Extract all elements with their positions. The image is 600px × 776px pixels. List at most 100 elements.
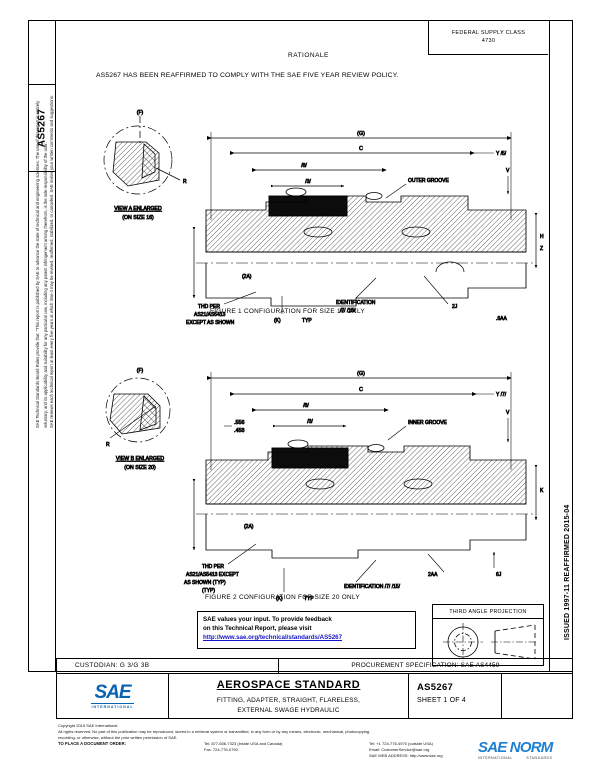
description-line-2: EXTERNAL SWAGE HYDRAULIC (237, 706, 340, 714)
svg-text:V: V (506, 410, 510, 416)
svg-text:(2A): (2A) (242, 274, 252, 280)
tel-us: Tel: 877-606-7323 (inside USA and Canada… (204, 741, 283, 746)
order-label-cell: TO PLACE A DOCUMENT ORDER: (58, 741, 204, 753)
title-block: CUSTODIAN: G 3/G 3B PROCUREMENT SPECIFIC… (56, 658, 573, 719)
title-block-row-top: CUSTODIAN: G 3/G 3B PROCUREMENT SPECIFIC… (57, 659, 572, 674)
svg-text:Y /5/: Y /5/ (496, 151, 507, 157)
copyright-line-3: recording, or otherwise, without the pri… (58, 735, 178, 740)
standard-number-cell: AS5267 SHEET 1 OF 4 (409, 674, 502, 718)
drawing-svg: R (F) VIEW A ENLARGED (ON SIZE 16) (103, 110, 544, 602)
standard-number-tab: AS5267 (28, 84, 56, 172)
copyright-line-1: Copyright 2015 SAE International (58, 723, 118, 728)
copyright-block: Copyright 2015 SAE International All rig… (58, 723, 528, 759)
svg-text:/3/: /3/ (305, 179, 311, 185)
svg-text:2AA: 2AA (428, 572, 438, 578)
svg-text:(F): (F) (137, 110, 144, 116)
drawing-frame (28, 20, 573, 672)
side-note-line-c: SAE reviews each technical report at lea… (49, 95, 54, 428)
footer-logo-sub-right: STANDARDS (526, 756, 553, 760)
right-margin-strip: ISSUED 1997-11 REAFFIRMED 2015-04 (549, 20, 573, 672)
feedback-line-1: SAE values your input. To provide feedba… (203, 616, 332, 623)
svg-text:.556: .556 (234, 420, 245, 426)
web-info-row: SAE WEB ADDRESS: http://www.sae.org (58, 753, 528, 759)
svg-text:C: C (359, 387, 363, 393)
svg-text:2J: 2J (452, 304, 458, 310)
side-note-line-a: SAE Technical Standards Board Rules prov… (35, 100, 40, 428)
aerospace-standard-title: AEROSPACE STANDARD (216, 679, 361, 691)
svg-text:Z: Z (540, 246, 543, 252)
order-phone-cell: Tel: 877-606-7323 (inside USA and Canada… (204, 741, 369, 753)
order-contact-cell: Tel: +1 724-776-4970 (outside USA) Email… (369, 741, 528, 753)
footer-logo-sub-left: INTERNATIONAL (478, 756, 513, 760)
procurement-specification-field: PROCUREMENT SPECIFICATION: SAE AS4459 (351, 662, 500, 669)
svg-text:(G): (G) (357, 371, 365, 377)
svg-text:(ON SIZE 16): (ON SIZE 16) (122, 215, 154, 221)
title-cell: AEROSPACE STANDARD FITTING, ADAPTER, STR… (169, 674, 409, 718)
svg-text:IDENTIFICATION /7/ /15/: IDENTIFICATION /7/ /15/ (344, 584, 401, 590)
copyright-line-2: All rights reserved. No part of this pub… (58, 729, 371, 734)
svg-text:C: C (359, 146, 363, 152)
svg-text:EXCEPT AS SHOWN: EXCEPT AS SHOWN (186, 320, 235, 326)
feedback-line-2: on this Technical Report, please visit (203, 624, 312, 632)
sae-logo: SAE INTERNATIONAL (91, 682, 134, 709)
svg-text:AS21/AS5413 EXCEPT: AS21/AS5413 EXCEPT (186, 572, 239, 578)
svg-text:(2A): (2A) (244, 524, 254, 530)
svg-text:THD PER: THD PER (202, 564, 224, 570)
fax-number: Fax: 724-776-0790 (204, 747, 238, 752)
footer-logo-mark: SAE NORM (478, 739, 553, 756)
web-address-value: http://www.sae.org (409, 753, 443, 758)
svg-text:VIEW A ENLARGED: VIEW A ENLARGED (114, 206, 162, 212)
figure-1-caption: FIGURE 1 CONFIGURATION FOR SIZE 16 ONLY (210, 308, 365, 315)
svg-text:Y /7/: Y /7/ (496, 392, 507, 398)
engineering-drawing-area: R (F) VIEW A ENLARGED (ON SIZE 16) (56, 20, 549, 672)
svg-text:/8/: /8/ (301, 163, 307, 169)
left-margin-strip (28, 20, 56, 672)
svg-text:AS21/AS5413: AS21/AS5413 (194, 312, 226, 318)
svg-text:/3/: /3/ (307, 419, 313, 425)
sae-logo-subtext: INTERNATIONAL (91, 703, 134, 709)
rationale-body: AS5267 HAS BEEN REAFFIRMED TO COMPLY WIT… (96, 72, 399, 79)
svg-text:TYP: TYP (302, 318, 312, 324)
svg-text:VIEW B ENLARGED: VIEW B ENLARGED (116, 456, 164, 462)
svg-text:AS SHOWN (TYP): AS SHOWN (TYP) (184, 580, 226, 586)
web-address-label: SAE WEB ADDRESS: (369, 753, 409, 758)
web-spacer-left (58, 753, 204, 759)
document-description: FITTING, ADAPTER, STRAIGHT, FLARELESS, E… (169, 696, 408, 715)
feedback-box: SAE values your input. To provide feedba… (197, 611, 416, 649)
svg-text:OUTER GROOVE: OUTER GROOVE (408, 178, 450, 184)
figure-2-caption: FIGURE 2 CONFIGURATION FOR SIZE 20 ONLY (205, 594, 360, 601)
svg-text:INNER GROOVE: INNER GROOVE (408, 420, 448, 426)
title-block-row-main: SAE INTERNATIONAL AEROSPACE STANDARD FIT… (57, 674, 572, 718)
side-note-line-b: voluntary, and its applicability and sui… (43, 140, 48, 428)
svg-text:(TYP): (TYP) (202, 588, 215, 594)
standard-number-value: AS5267 (417, 682, 454, 693)
sae-logo-cell: SAE INTERNATIONAL (57, 674, 169, 718)
svg-text:TYP: TYP (304, 596, 314, 602)
svg-text:R: R (183, 179, 187, 185)
svg-text:/7/ /15/: /7/ /15/ (340, 308, 356, 314)
third-angle-projection-box: THIRD ANGLE PROJECTION (432, 604, 544, 666)
footer-watermark-logo: SAE NORM INTERNATIONAL STANDARDS (478, 739, 553, 760)
third-angle-projection-title: THIRD ANGLE PROJECTION (433, 605, 543, 619)
svg-text:THD PER: THD PER (198, 304, 220, 310)
fsc-value: 4730 (481, 38, 496, 45)
svg-text:K: K (540, 488, 544, 494)
svg-text:.458: .458 (234, 428, 245, 434)
rationale-title: RATIONALE (288, 52, 329, 59)
svg-text:(G): (G) (357, 131, 365, 137)
email-address: Email: CustomerService@sae.org (369, 747, 430, 752)
svg-text:6J: 6J (496, 572, 502, 578)
revision-cell (502, 674, 572, 718)
svg-text:(K): (K) (274, 318, 281, 324)
sae-logo-mark: SAE (94, 682, 131, 703)
svg-text:/8/: /8/ (303, 403, 309, 409)
svg-text:H: H (540, 234, 544, 240)
svg-text:V: V (506, 168, 510, 174)
feedback-url-link[interactable]: http://www.sae.org/technical/standards/A… (203, 633, 343, 641)
issue-date-text: ISSUED 1997-11 REAFFIRMED 2015-04 (564, 504, 571, 640)
order-label: TO PLACE A DOCUMENT ORDER: (58, 741, 127, 746)
web-spacer-mid (204, 753, 369, 759)
svg-text:R: R (106, 442, 110, 448)
svg-text:.6AA: .6AA (496, 316, 508, 322)
